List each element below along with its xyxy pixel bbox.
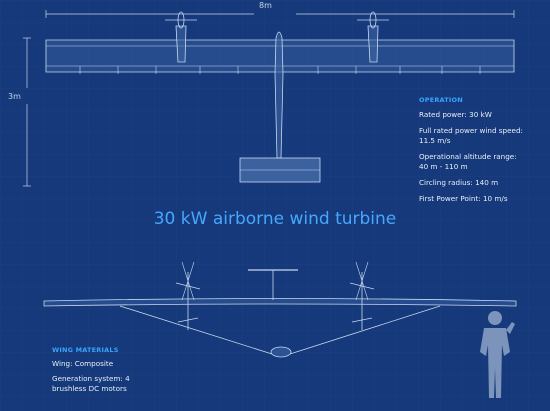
- operation-panel: OPERATION Rated power: 30 kW Full rated …: [419, 96, 523, 204]
- top-view-drawing: [45, 11, 515, 183]
- spec-altitude-range: Operational altitude range: 40 m - 110 m: [419, 152, 517, 171]
- front-view-drawing: [43, 261, 517, 358]
- diagram-title: 30 kW airborne wind turbine: [153, 209, 397, 229]
- spec-circling-radius: Circling radius: 140 m: [419, 178, 499, 187]
- spec-wind-speed: Full rated power wind speed: 11.5 m/s: [419, 126, 523, 145]
- wing-materials-heading: WING MATERIALS: [52, 346, 119, 354]
- spec-generation-system: Generation system: 4 brushless DC motors: [52, 374, 130, 393]
- spec-rated-power: Rated power: 30 kW: [419, 110, 492, 119]
- human-scale-figure: [480, 311, 515, 398]
- spec-first-power-point: First Power Point: 10 m/s: [419, 194, 508, 203]
- width-dimension-line: [45, 10, 515, 18]
- height-dimension-label: 3m: [8, 92, 21, 101]
- spec-wing-material: Wing: Composite: [52, 359, 114, 368]
- operation-heading: OPERATION: [419, 96, 463, 104]
- height-dimension-line: [23, 37, 31, 187]
- width-dimension-label: 8m: [259, 1, 272, 10]
- wing-materials-panel: WING MATERIALS Wing: Composite Generatio…: [52, 346, 148, 394]
